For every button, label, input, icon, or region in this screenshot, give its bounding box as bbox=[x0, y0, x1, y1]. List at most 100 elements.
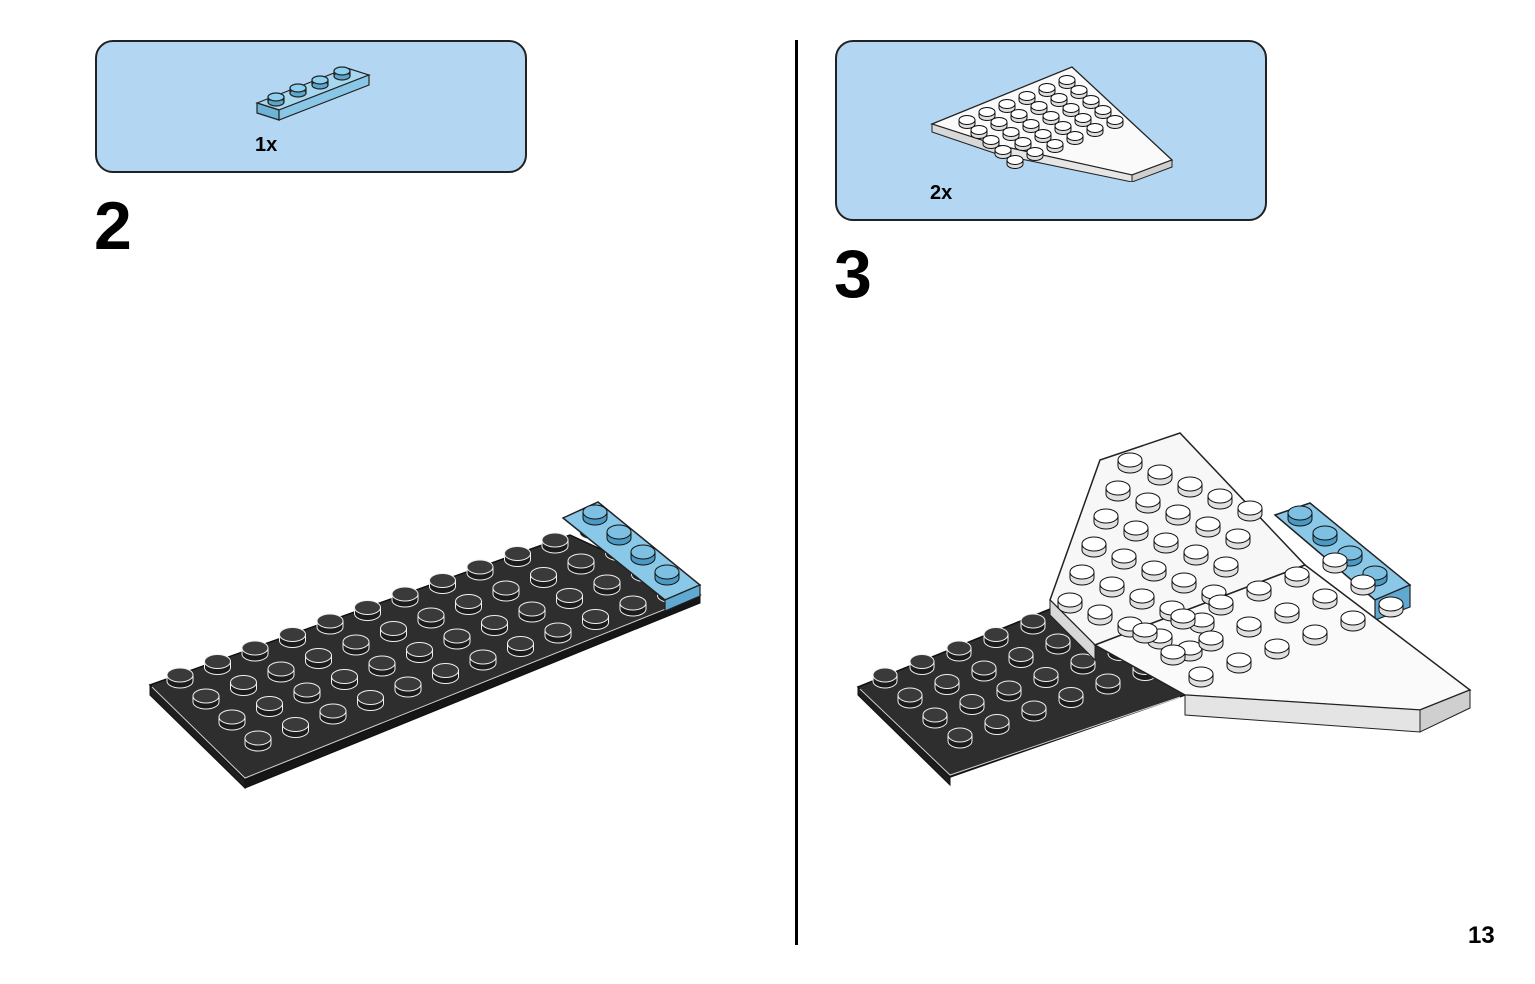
stud bbox=[1038, 83, 1056, 97]
stud bbox=[1264, 638, 1290, 660]
stud bbox=[530, 567, 557, 588]
stud bbox=[1062, 103, 1080, 117]
stud bbox=[1171, 572, 1197, 594]
stud bbox=[1312, 525, 1338, 547]
stud bbox=[1207, 488, 1233, 510]
stud bbox=[1057, 592, 1083, 614]
stud bbox=[1058, 75, 1076, 89]
stud bbox=[518, 601, 546, 623]
stud bbox=[958, 115, 976, 129]
stud bbox=[619, 595, 647, 617]
stud bbox=[1340, 610, 1366, 632]
stud bbox=[218, 709, 246, 731]
stud bbox=[1002, 127, 1020, 141]
stud bbox=[1006, 155, 1024, 169]
stud bbox=[443, 628, 471, 650]
stud bbox=[1030, 101, 1048, 115]
stud bbox=[492, 580, 520, 602]
stud bbox=[267, 661, 295, 683]
stud bbox=[994, 145, 1012, 159]
stud bbox=[1246, 580, 1272, 602]
stud bbox=[984, 714, 1010, 735]
step-number: 2 bbox=[94, 188, 132, 264]
assembly-scene-step-2 bbox=[148, 501, 702, 790]
stud bbox=[1069, 564, 1095, 586]
assembly-scene-step-3 bbox=[856, 432, 1472, 787]
stud bbox=[1050, 93, 1068, 107]
stud bbox=[1117, 452, 1143, 474]
stud bbox=[1153, 532, 1179, 554]
stud bbox=[1226, 652, 1252, 674]
stud bbox=[909, 654, 935, 675]
stud bbox=[192, 688, 220, 710]
stud bbox=[1236, 616, 1262, 638]
stud bbox=[507, 636, 534, 657]
stud bbox=[1058, 687, 1084, 708]
page-divider bbox=[795, 40, 798, 945]
stud bbox=[1054, 121, 1072, 135]
stud bbox=[256, 696, 283, 717]
stud bbox=[1274, 602, 1300, 624]
stud bbox=[872, 667, 898, 689]
parts-callout-step-3: 2x bbox=[835, 40, 1267, 221]
black-plate-studs bbox=[166, 519, 684, 752]
stud bbox=[1086, 123, 1104, 137]
stud bbox=[1070, 653, 1096, 675]
stud bbox=[166, 667, 194, 689]
stud bbox=[1046, 139, 1064, 153]
stud bbox=[1081, 536, 1107, 558]
stud bbox=[922, 707, 948, 729]
stud bbox=[1094, 105, 1112, 119]
stud bbox=[417, 607, 445, 629]
stud bbox=[1147, 464, 1173, 486]
part-quantity: 2x bbox=[930, 182, 953, 204]
stud bbox=[1010, 109, 1028, 123]
stud bbox=[1070, 85, 1088, 99]
stud bbox=[654, 564, 680, 586]
stud bbox=[934, 674, 960, 695]
stud bbox=[1034, 129, 1052, 143]
stud bbox=[354, 600, 381, 621]
stud bbox=[1033, 667, 1059, 688]
stud bbox=[1008, 647, 1034, 668]
stud bbox=[319, 703, 347, 725]
parts-callout-step-2: 1x bbox=[95, 40, 527, 173]
stud bbox=[380, 621, 407, 642]
stud bbox=[1093, 508, 1119, 530]
stud bbox=[1302, 624, 1328, 646]
part-quantity: 1x bbox=[255, 134, 278, 156]
stud bbox=[978, 107, 996, 121]
stud bbox=[1106, 115, 1124, 129]
stud bbox=[1129, 588, 1155, 610]
stud bbox=[1188, 666, 1214, 688]
stud bbox=[394, 676, 422, 698]
stud bbox=[1095, 673, 1121, 695]
stud bbox=[305, 648, 332, 669]
page-number: 13 bbox=[1468, 922, 1495, 949]
stud bbox=[406, 642, 433, 663]
stud bbox=[1123, 520, 1149, 542]
stud bbox=[544, 622, 572, 644]
stud bbox=[455, 594, 482, 615]
stud bbox=[1014, 137, 1032, 151]
stud bbox=[1284, 566, 1310, 588]
stud bbox=[1042, 111, 1060, 125]
stud bbox=[342, 634, 370, 656]
stud bbox=[593, 574, 621, 596]
stud bbox=[244, 730, 272, 752]
stud bbox=[1022, 119, 1040, 133]
stud bbox=[990, 117, 1008, 131]
stud bbox=[1189, 612, 1215, 634]
stud bbox=[1287, 505, 1313, 527]
stud bbox=[481, 615, 508, 636]
stud bbox=[959, 694, 985, 715]
stud bbox=[897, 687, 923, 709]
stud bbox=[982, 135, 1000, 149]
stud bbox=[1350, 574, 1376, 596]
stud bbox=[504, 546, 531, 567]
stud bbox=[1066, 131, 1084, 145]
stud bbox=[970, 125, 988, 139]
stud bbox=[469, 649, 497, 671]
stud bbox=[293, 682, 321, 704]
stud bbox=[971, 660, 997, 682]
